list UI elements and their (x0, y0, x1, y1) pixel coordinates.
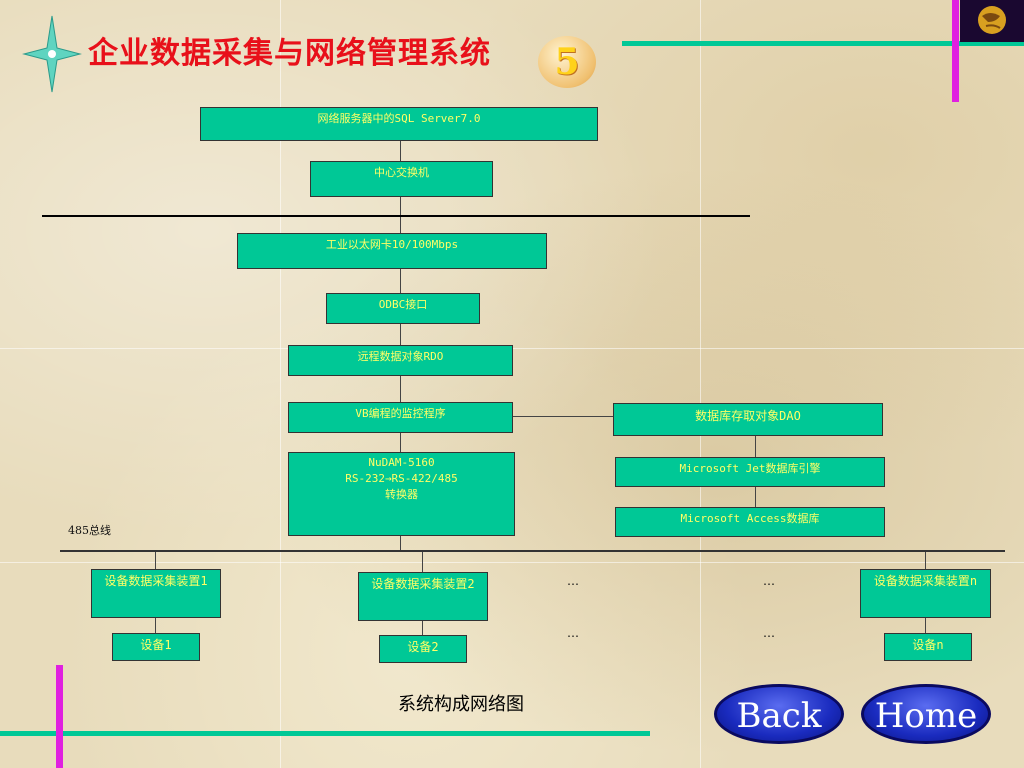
device-node-2: 设备2 (379, 635, 467, 663)
collector-node-n: 设备数据采集装置n (860, 569, 991, 618)
connector-line (422, 552, 423, 572)
connector-line (422, 620, 423, 635)
connector-line (925, 617, 926, 633)
connector-line (400, 535, 401, 551)
ellipsis-collector: … (763, 574, 777, 588)
sql-server-node: 网络服务器中的SQL Server7.0 (200, 107, 598, 141)
accent-bar-top (622, 41, 1024, 46)
magenta-bar-bottom (56, 665, 63, 768)
connector-line (400, 196, 401, 233)
rs485-bus-line (60, 550, 1005, 552)
page-title: 企业数据采集与网络管理系统 (88, 36, 491, 71)
dao-node: 数据库存取对象DAO (613, 403, 883, 436)
central-switch-node: 中心交换机 (310, 161, 493, 197)
converter-model-label: NuDAM-5160 (368, 456, 435, 469)
device-node-n: 设备n (884, 633, 972, 661)
connector-line (155, 552, 156, 569)
connector-line (400, 375, 401, 402)
globe-logo-icon (960, 0, 1024, 42)
connector-line (755, 487, 756, 507)
home-button[interactable]: Home (861, 684, 991, 744)
ethernet-card-node: 工业以太网卡10/100Mbps (237, 233, 547, 269)
connector-line (755, 435, 756, 457)
connector-line (400, 140, 401, 161)
collector-node-2: 设备数据采集装置2 (358, 572, 488, 621)
converter-node: NuDAM-5160 RS-232→RS-422/485 转换器 (288, 452, 515, 536)
connector-line (400, 268, 401, 293)
four-point-star-icon (22, 15, 82, 93)
connector-line (925, 552, 926, 569)
odbc-interface-node: ODBC接口 (326, 293, 480, 324)
converter-type-label: 转换器 (385, 488, 418, 501)
connector-line (155, 617, 156, 633)
background-grid-line (0, 562, 1024, 563)
ellipsis-collector: … (567, 574, 581, 588)
back-button[interactable]: Back (714, 684, 844, 744)
converter-protocol-label: RS-232→RS-422/485 (345, 472, 458, 485)
access-database-node: Microsoft Access数据库 (615, 507, 885, 537)
device-node-1: 设备1 (112, 633, 200, 661)
page-number-badge: 5 (538, 36, 596, 88)
ethernet-backbone-line (42, 215, 750, 217)
ellipsis-device: … (567, 626, 581, 640)
background-grid-line (700, 0, 701, 768)
bus-label: 485总线 (68, 524, 111, 537)
vb-monitor-program-node: VB编程的监控程序 (288, 402, 513, 433)
accent-bar-bottom (0, 731, 650, 736)
connector-line (400, 432, 401, 452)
connector-line (400, 323, 401, 345)
collector-node-1: 设备数据采集装置1 (91, 569, 221, 618)
jet-engine-node: Microsoft Jet数据库引擎 (615, 457, 885, 487)
diagram-caption: 系统构成网络图 (398, 694, 524, 715)
background-grid-line (280, 0, 281, 768)
connector-line (512, 416, 613, 417)
rdo-node: 远程数据对象RDO (288, 345, 513, 376)
magenta-bar-top (952, 0, 959, 102)
ellipsis-device: … (763, 626, 777, 640)
